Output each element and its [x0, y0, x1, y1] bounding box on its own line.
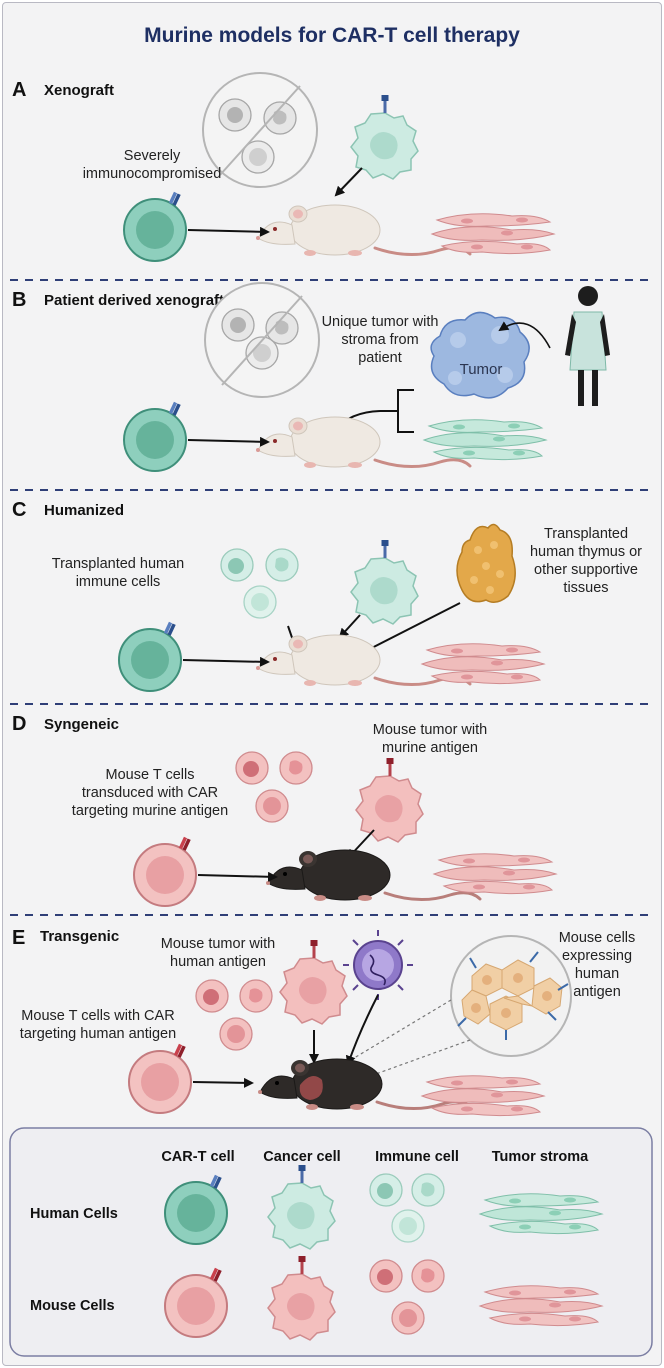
mouse-tumor-stroma — [431, 213, 555, 255]
human-car-t-cell — [123, 400, 187, 472]
tumor-mass — [430, 311, 530, 399]
arrow — [192, 1077, 254, 1088]
section-title: Syngeneic — [44, 716, 119, 733]
mouse-immune-cell — [195, 979, 229, 1013]
section-letter: B — [12, 289, 26, 311]
mouse-tumor-stroma — [421, 643, 545, 685]
label-line: Transplanted — [544, 526, 628, 542]
legend-human-immune — [411, 1173, 445, 1207]
human-car-t-cell — [118, 620, 182, 692]
legend-mouse-stroma — [479, 1285, 603, 1327]
section-letter: D — [12, 713, 26, 735]
label-line: Mouse tumor with — [373, 722, 487, 738]
thymus-tissue — [456, 523, 516, 603]
label-line: human — [575, 966, 619, 982]
mouse-car-t-cell — [133, 835, 197, 907]
viral-vector — [343, 930, 413, 1000]
mouse-car-t-cell — [128, 1042, 192, 1114]
legend-human-stroma — [479, 1193, 603, 1235]
label-line: stroma from — [341, 332, 418, 348]
label-line: Severely — [124, 148, 181, 164]
human-immune-cell — [220, 548, 254, 582]
section-title: Humanized — [44, 502, 124, 519]
tumor-label: Tumor — [460, 361, 503, 378]
mouse-cancer-cell — [355, 757, 424, 843]
human-cancer-cell — [350, 94, 419, 180]
bracket — [380, 389, 414, 433]
arrow — [197, 871, 278, 882]
label-line: patient — [358, 350, 402, 366]
section-d-syngeneic: D Syngeneic Mouse tumor with murine anti… — [12, 713, 557, 907]
mouse-immune-cell — [239, 979, 273, 1013]
label-line: Mouse tumor with — [161, 936, 275, 952]
mouse-tumor-stroma — [433, 853, 557, 895]
section-e-transgenic: E Transgenic Mouse tumor with human anti… — [12, 927, 636, 1117]
excluded-immune-cells — [204, 282, 320, 398]
legend-human-immune — [391, 1209, 425, 1243]
label-line: expressing — [562, 948, 632, 964]
label-line: Unique tumor with — [322, 314, 439, 330]
label-line: human antigen — [170, 954, 266, 970]
section-letter: E — [12, 927, 25, 949]
human-cancer-cell — [350, 539, 419, 625]
label-line: other supportive — [534, 562, 638, 578]
section-letter: A — [12, 79, 26, 101]
label-line: targeting murine antigen — [72, 803, 228, 819]
arrow — [182, 656, 270, 667]
excluded-immune-cells — [202, 72, 318, 188]
label-line: murine antigen — [382, 740, 478, 756]
arrow — [345, 994, 379, 1066]
section-a-xenograft: A Xenograft Severely immunocompromised — [12, 72, 555, 262]
legend-column-cancer: Cancer cell — [263, 1149, 340, 1165]
section-title: Patient derived xenograft — [44, 292, 224, 309]
immunocompromised-mouse — [254, 203, 472, 258]
patient-figure — [565, 286, 610, 406]
mouse-immune-cell — [219, 1017, 253, 1051]
label-line: human thymus or — [530, 544, 642, 560]
label-line: immune cells — [76, 574, 161, 590]
human-immune-cell — [243, 585, 277, 619]
human-tumor-stroma — [423, 419, 547, 461]
legend: CAR-T cell Cancer cell Immune cell Tumor… — [9, 1127, 653, 1357]
legend-column-immune: Immune cell — [375, 1149, 459, 1165]
label-line: transduced with CAR — [82, 785, 218, 801]
section-letter: C — [12, 499, 26, 521]
tumor-on-mouse — [299, 1076, 323, 1100]
legend-mouse-immune — [411, 1259, 445, 1293]
section-c-humanized: C Humanized Transplanted human immune ce… — [12, 499, 642, 692]
human-immune-cell — [265, 548, 299, 582]
mouse-immune-cell — [279, 751, 313, 785]
legend-column-stroma: Tumor stroma — [492, 1149, 589, 1165]
arrow — [334, 167, 363, 197]
legend-mouse-immune — [369, 1259, 403, 1293]
section-title: Xenograft — [44, 82, 114, 99]
mouse-immune-cell — [255, 789, 289, 823]
section-b-pdx: B Patient derived xenograft Unique tumor… — [12, 282, 610, 472]
label-line: immunocompromised — [83, 166, 222, 182]
label-line: tissues — [563, 580, 608, 596]
arrow — [498, 321, 551, 349]
legend-mouse-immune — [391, 1301, 425, 1335]
label-line: Mouse T cells with CAR — [21, 1008, 174, 1024]
arrow — [187, 226, 270, 237]
legend-row-mouse: Mouse Cells — [30, 1298, 115, 1314]
mouse-cancer-cell — [279, 939, 348, 1025]
legend-human-immune — [369, 1173, 403, 1207]
label-line: Transplanted human — [52, 556, 184, 572]
arrow — [338, 614, 361, 639]
label-line: Mouse cells — [559, 930, 636, 946]
legend-column-car-t: CAR-T cell — [161, 1149, 234, 1165]
section-title: Transgenic — [40, 928, 119, 945]
label-line: antigen — [573, 984, 621, 1000]
human-car-t-cell — [123, 190, 187, 262]
arrow — [187, 436, 270, 447]
figure-title: Murine models for CAR-T cell therapy — [144, 24, 520, 47]
label-line: targeting human antigen — [20, 1026, 176, 1042]
label-line: Mouse T cells — [106, 767, 195, 783]
legend-row-human: Human Cells — [30, 1206, 118, 1222]
transgenic-cells-zoom — [450, 935, 572, 1057]
mouse-tumor-stroma — [421, 1075, 545, 1117]
mouse-immune-cell — [235, 751, 269, 785]
